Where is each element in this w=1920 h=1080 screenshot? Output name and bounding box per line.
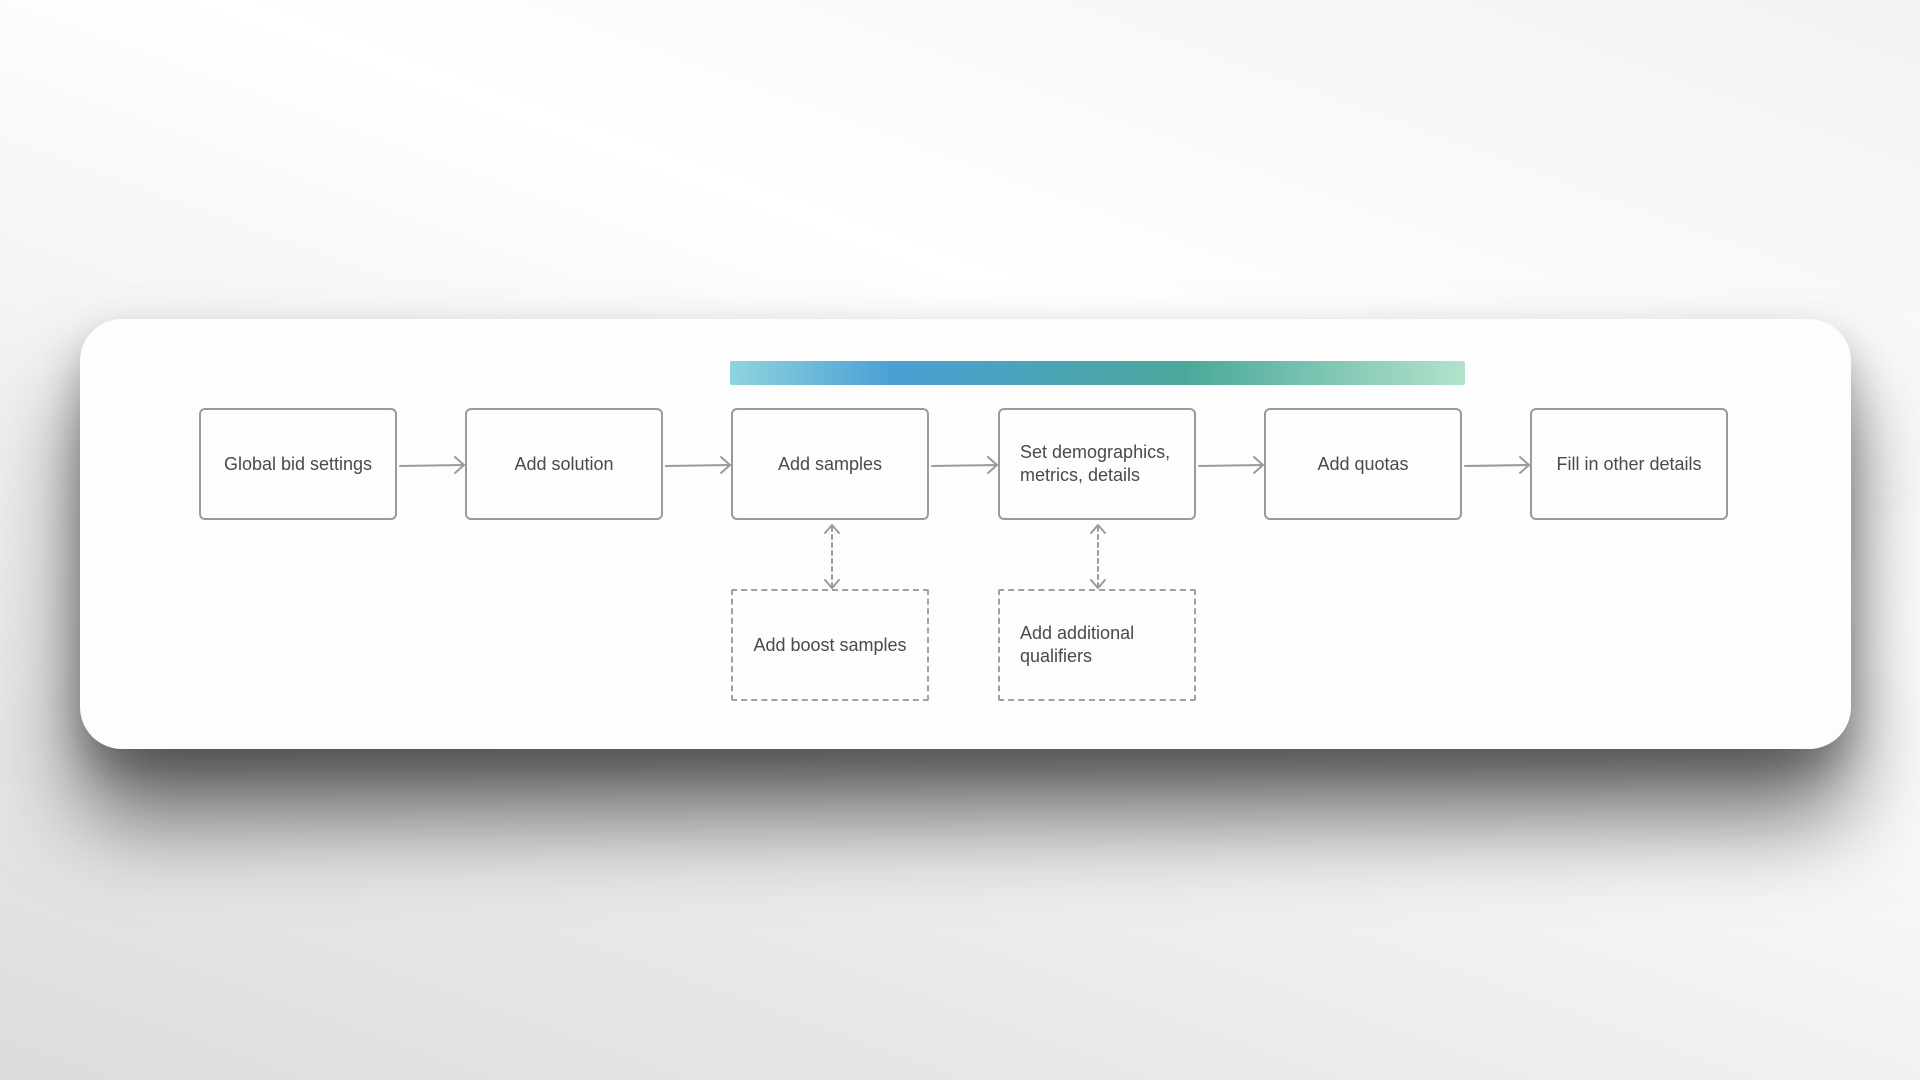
highlight-gradient-bar: [730, 361, 1465, 385]
step-label: Add additional qualifiers: [1020, 623, 1135, 666]
optional-step-add-additional-qualifiers: Add additional qualifiers: [998, 589, 1196, 701]
step-label: Set demographics, metrics, details: [1020, 442, 1171, 485]
step-global-bid-settings: Global bid settings: [199, 408, 397, 520]
step-label: Add boost samples: [753, 634, 907, 655]
step-add-samples: Add samples: [731, 408, 929, 520]
step-label: Add samples: [777, 453, 883, 474]
diagram-card: [80, 319, 1851, 749]
step-set-demographics: Set demographics, metrics, details: [998, 408, 1196, 520]
step-label: Global bid settings: [223, 453, 373, 474]
step-label: Fill in other details: [1556, 453, 1702, 474]
optional-step-add-boost-samples: Add boost samples: [731, 589, 929, 701]
step-label: Add solution: [514, 453, 614, 474]
step-add-quotas: Add quotas: [1264, 408, 1462, 520]
step-fill-in-other-details: Fill in other details: [1530, 408, 1728, 520]
step-label: Add quotas: [1317, 453, 1409, 474]
step-add-solution: Add solution: [465, 408, 663, 520]
